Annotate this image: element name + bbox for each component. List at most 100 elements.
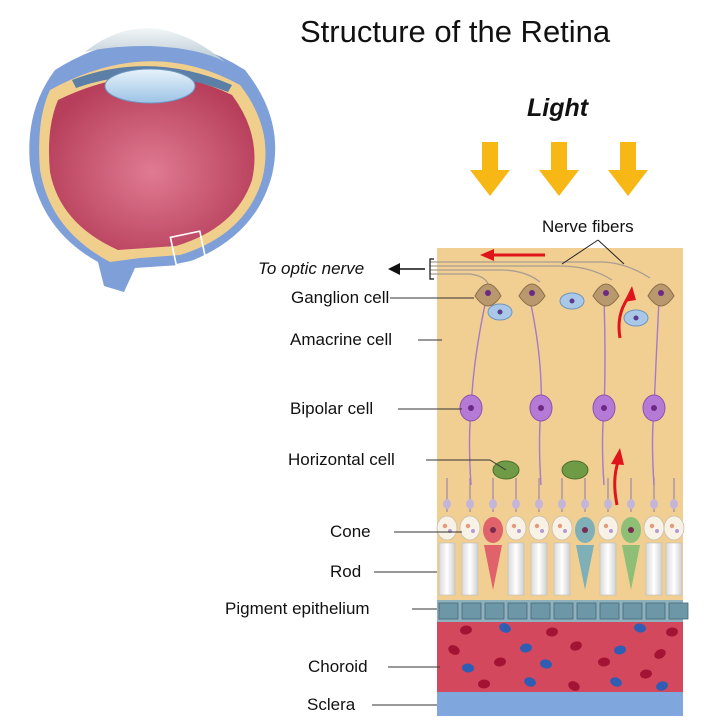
ganglion-cell-label: Ganglion cell [291,288,390,307]
rod-granule [465,523,471,529]
receptor-terminal [443,499,451,509]
receptor-terminal [489,499,497,509]
optic-nerve-label: To optic nerve [258,259,365,278]
rod-outer-segment [530,542,548,596]
cone-nucleus [582,527,588,533]
cone-nucleus [628,527,634,533]
light-arrow [608,142,648,196]
pigment-cell [530,602,551,620]
signal-arrowhead-fiber [480,249,494,261]
blood-cell [540,659,552,669]
cone-outer-segment [576,545,594,590]
rod-outer-segment [599,542,617,596]
rod-granule [603,523,609,529]
blood-cell [640,669,652,679]
rod-granule [442,523,448,529]
rod-outer-segment [645,542,663,596]
receptor-terminal [535,499,543,509]
receptor-terminal [466,499,474,509]
rod-granule [557,523,563,529]
pigment-cell [668,602,689,620]
retina-section [430,248,689,716]
cone-nucleus [490,527,496,533]
choroid-blood-cells [448,623,678,691]
retina-zoom-box [169,230,207,266]
rod-outer-segment [461,542,479,596]
bipolar-nucleus [538,405,544,411]
pigment-cells [438,602,689,620]
amacrine-nucleus [497,309,503,315]
receptor-terminal [604,499,612,509]
light-arrows [470,142,648,196]
lens [104,68,196,104]
amacrine-nucleus [633,315,639,321]
blood-cell [666,627,678,637]
pigment-epithelium-label: Pigment epithelium [225,599,370,618]
receptor-terminal [670,499,678,509]
amacrine-nucleus [569,298,575,304]
choroid-label: Choroid [308,657,368,676]
blood-cell [478,679,490,689]
cone-label: Cone [330,522,371,541]
blood-cell [460,625,472,635]
signal-arrowhead-lower [611,448,624,465]
ganglion-nucleus [529,290,535,296]
rod-body [597,515,619,541]
pigment-cell [484,602,505,620]
pigment-cell [576,602,597,620]
rod-label: Rod [330,562,362,581]
blood-cell [499,623,511,633]
rod-granule [517,529,521,533]
rod-body [663,515,685,541]
rod-body [459,515,481,541]
rod-granule [609,529,613,533]
rod-granule [675,529,679,533]
pigment-cell [461,602,482,620]
light-label: Light [527,94,589,122]
blood-cell [654,649,666,659]
blood-cell [520,643,532,653]
rod-body [528,515,550,541]
signal-arrow-lower [613,461,620,506]
light-arrow [470,142,510,196]
rod-outer-segment [553,542,571,596]
rod-granule [540,529,544,533]
blood-cell [546,627,558,637]
rod-granule [669,523,675,529]
blood-cell [610,677,622,687]
receptor-terminal [512,499,520,509]
diagram-title: Structure of the Retina [300,14,611,49]
rod-outer-segment [438,542,456,596]
blood-cell [568,681,580,691]
signal-arrows [480,249,636,506]
blood-cell [524,677,536,687]
ganglion-nucleus [485,290,491,296]
vitreous-body [49,76,255,250]
blood-cell [614,645,626,655]
blood-cell [634,623,646,633]
pigment-cell [507,602,528,620]
rod-body [505,515,527,541]
leader-lines [372,297,507,706]
optic-nerve-pointer [388,258,434,280]
rod-body [643,515,665,541]
neuron-layer [436,283,685,596]
pigment-cell [645,602,666,620]
bipolar-nucleus [601,405,607,411]
rod-granule [471,529,475,533]
rod-body [436,515,458,541]
ganglion-nucleus [603,290,609,296]
iris [72,66,232,92]
blood-cell [462,663,474,673]
nerve-fiber-lines [430,261,651,285]
blood-cell [656,681,668,691]
retina-tissue [437,248,683,600]
rod-granule [563,529,567,533]
sclera-layer [437,692,683,716]
light-arrow [539,142,579,196]
horizontal-cell-label: Horizontal cell [288,450,395,469]
nerve-fibers-label: Nerve fibers [542,217,634,236]
rod-granule [655,529,659,533]
ganglion-nucleus [658,290,664,296]
